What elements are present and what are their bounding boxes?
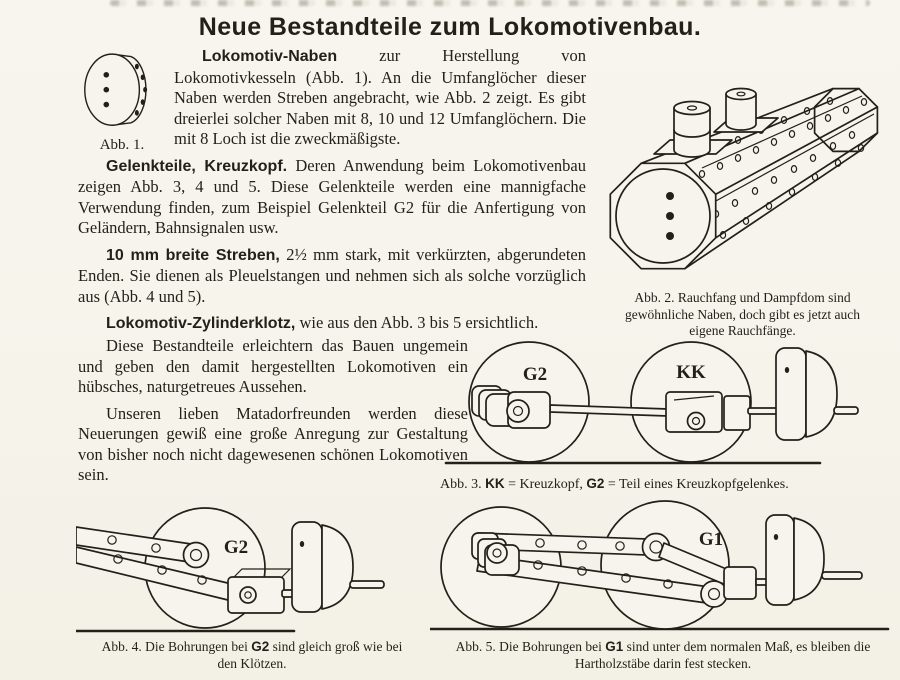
paragraph-lokomotiv-naben: Lokomotiv-Naben zur Herstellung von Loko… — [78, 46, 586, 150]
locomotive-boiler-drawing — [609, 87, 879, 270]
joint-block — [723, 566, 757, 600]
figure-abb1: Abb. 1. — [78, 50, 166, 155]
caption-text: Abb. 2. Rauchfang und Dampfdom sind gewö… — [624, 290, 861, 338]
steam-dome-cylinder — [725, 87, 757, 131]
caption-g1: G1 — [605, 639, 624, 654]
paragraph-lead: 10 mm breite Streben, — [106, 246, 280, 264]
paragraph-matadorfreunde: Unseren lieben Matadorfreunden werden di… — [78, 404, 468, 486]
paragraph-text: Unseren lieben Matadorfreunden werden di… — [78, 403, 468, 485]
caption-g2: G2 — [586, 476, 605, 491]
strut-holes-rows — [696, 96, 868, 255]
wheel-label-g2: G2 — [224, 537, 248, 558]
wheel-label-g1: G1 — [699, 529, 723, 550]
paragraph-gelenkteile: Gelenkteile, Kreuzkopf. Deren Anwendung … — [78, 156, 586, 239]
caption-text: Abb. 4. Die Bohrungen bei — [101, 639, 252, 654]
wheel-label-kk: KK — [676, 362, 706, 383]
crosshead-linkage-drawing: G2 KK — [444, 341, 859, 465]
paragraph-text: 2½ mm stark, mit verkürzten, abgerundete… — [78, 244, 586, 306]
upper-strut — [76, 526, 210, 569]
lower-strut — [476, 554, 728, 608]
paragraph-text: zur Herstellung von Lokomotivkesseln (Ab… — [174, 46, 586, 148]
main-text-column: Abb. 1. Lokomotiv-Naben zur Herstellung … — [78, 46, 586, 341]
wheel-label-g2: G2 — [523, 364, 547, 385]
figure-abb4-caption: Abb. 4. Die Bohrungen bei G2 sind gleich… — [97, 639, 407, 672]
figure-abb5: G1 — [430, 497, 896, 672]
hub-disc-drawing — [84, 53, 148, 126]
crosshead-block — [665, 391, 751, 433]
secondary-text-column: Diese Bestandteile erleichtern das Bauen… — [78, 336, 468, 492]
page-title: Neue Bestandteile zum Lokomotivenbau. — [198, 13, 702, 41]
figure-abb1-label: Abb. 1. — [99, 136, 145, 153]
caption-text: sind gleich groß wie bei den Klötzen. — [217, 639, 403, 671]
caption-text: Abb. 3. — [440, 477, 486, 492]
smokestack-cylinder — [673, 100, 711, 158]
cylinder-block — [291, 521, 385, 613]
g1-joint-drawing: G1 — [430, 500, 890, 631]
paragraph-lead: Lokomotiv-Naben — [202, 48, 338, 65]
caption-text: Abb. 5. Die Bohrungen bei — [455, 639, 606, 654]
paragraph-text: wie aus den Abb. 3 bis 5 ersichtlich. — [295, 313, 539, 332]
joint-clevis-left — [471, 385, 551, 429]
figure-abb2: Abb. 2. Rauchfang und Dampfdom sind gewö… — [590, 44, 895, 340]
figure-abb2-caption: Abb. 2. Rauchfang und Dampfdom sind gewö… — [611, 290, 875, 340]
figure-abb3: G2 KK — [438, 330, 898, 494]
paragraph-lead: Lokomotiv-Zylinderklotz, — [106, 315, 296, 332]
figure-abb5-caption: Abb. 5. Die Bohrungen bei G1 sind unter … — [449, 639, 877, 672]
g2-joint-drawing: G2 — [76, 507, 385, 633]
paragraph-bestandteile: Diese Bestandteile erleichtern das Bauen… — [78, 336, 468, 398]
paragraph-text: Deren Anwendung beim Lokomotivenbau zeig… — [78, 155, 586, 238]
figure-abb3-caption: Abb. 3. KK = Kreuzkopf, G2 = Teil eines … — [440, 476, 898, 494]
caption-text: = Teil eines Kreuzkopfgelenkes. — [604, 477, 789, 492]
caption-g2: G2 — [251, 639, 270, 654]
cylinder-block — [765, 514, 863, 606]
piston-rod — [747, 407, 779, 415]
cylinder-block — [775, 347, 859, 441]
paragraph-lead: Gelenkteile, Kreuzkopf. — [106, 157, 288, 175]
paragraph-streben: 10 mm breite Streben, 2½ mm stark, mit v… — [78, 245, 586, 308]
scan-edge-artifact — [110, 0, 870, 6]
figure-abb4: G2 — [76, 497, 428, 672]
caption-kk: KK — [485, 476, 505, 491]
caption-text: = Kreuzkopf, — [504, 477, 587, 492]
joint-clevis-left — [471, 532, 520, 576]
paragraph-zylinderklotz: Lokomotiv-Zylinderklotz, wie aus den Abb… — [78, 313, 586, 335]
caption-text: sind unter dem normalen Maß, es bleiben … — [574, 639, 871, 671]
paragraph-text: Diese Bestandteile erleichtern das Bauen… — [78, 336, 468, 396]
